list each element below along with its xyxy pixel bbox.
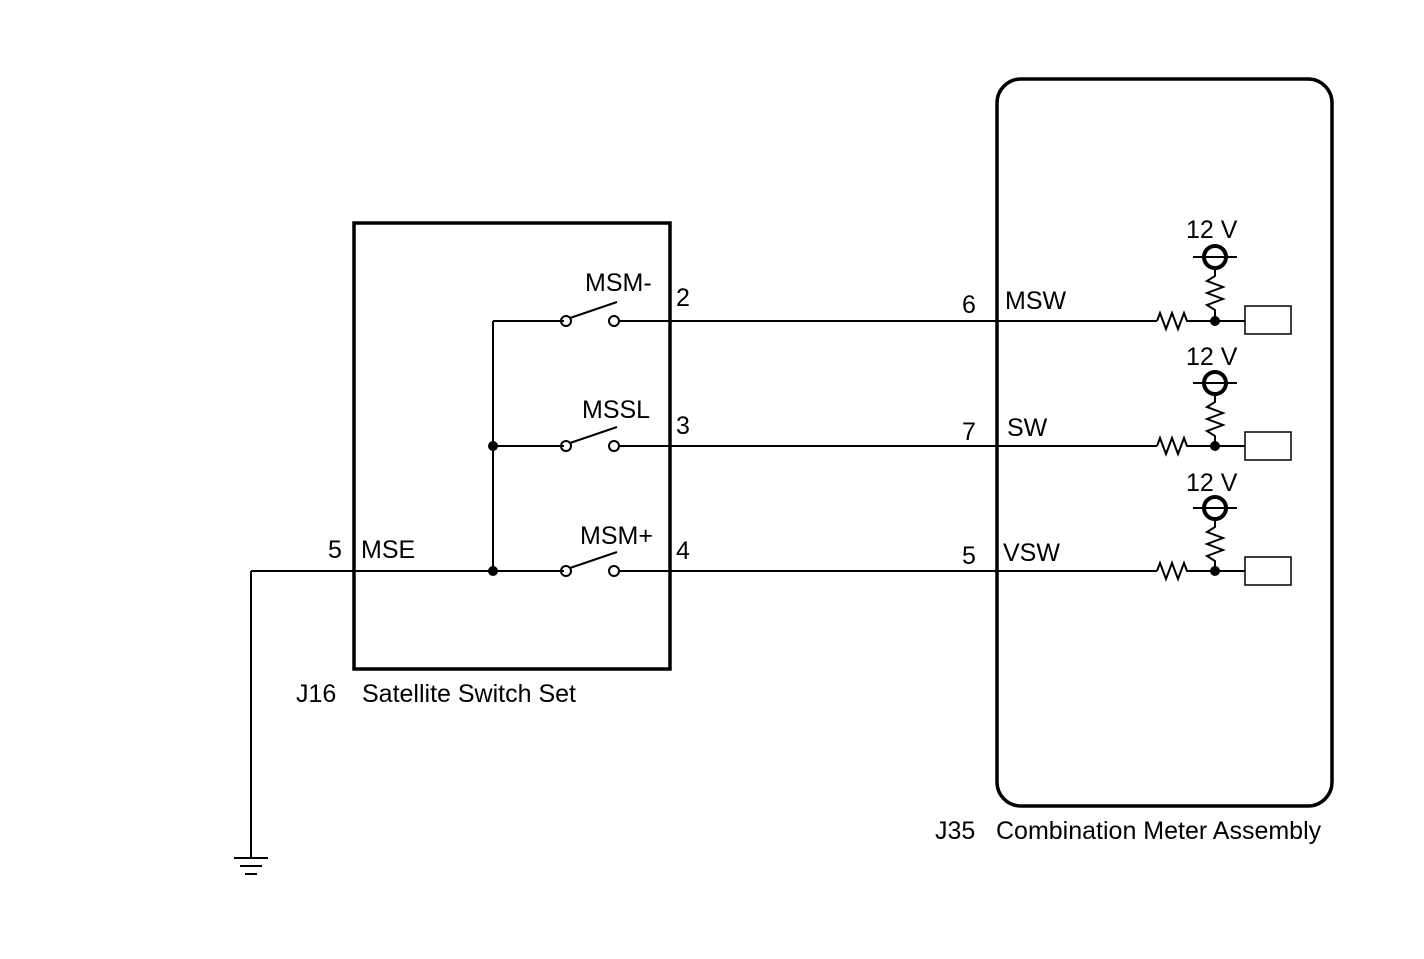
switch-label: MSM+ [580,522,653,550]
ground-circuit: 5 MSE [234,536,415,875]
series-resistor-icon [1156,435,1215,457]
switch-set-connector-id: J16 [296,680,336,708]
ground-pin-label: MSE [361,536,415,564]
meter-name: Combination Meter Assembly [996,817,1322,845]
series-resistor-icon [1156,560,1215,582]
meter-pin-number: 6 [962,291,976,319]
switch-pin-number: 4 [676,537,690,565]
circuit-msm-plus: MSM+ 4 5 VSW 12 V [560,469,1292,586]
ic-input-block [1244,305,1292,335]
ic-input-block [1244,431,1292,461]
meter-pin-number: 7 [962,418,976,446]
ground-symbol-icon [234,857,268,875]
voltage-supply-icon [1193,244,1237,270]
ground-pin-number: 5 [328,536,342,564]
switch-icon [560,551,620,577]
voltage-supply-icon [1193,370,1237,396]
supply-voltage-label: 12 V [1186,216,1238,244]
meter-pin-label: VSW [1003,539,1060,567]
meter-connector-id: J35 [935,817,975,845]
switch-set-name: Satellite Switch Set [362,680,576,708]
switch-label: MSSL [582,396,650,424]
supply-voltage-label: 12 V [1186,469,1238,497]
circuit-msm-minus: MSM- 2 6 MSW 12 V [560,216,1292,335]
switch-icon [560,426,620,452]
junction-dot [488,566,498,576]
circuit-mssl: MSSL 3 7 SW 12 V [560,343,1292,461]
voltage-supply-icon [1193,495,1237,521]
pullup-resistor-icon [1204,394,1226,446]
pullup-resistor-icon [1204,268,1226,321]
switch-label: MSM- [585,269,652,297]
series-resistor-icon [1156,310,1215,332]
meter-pin-number: 5 [962,542,976,570]
meter-pin-label: MSW [1005,287,1067,315]
junction-dot [488,441,498,451]
switch-icon [560,301,620,327]
supply-voltage-label: 12 V [1186,343,1238,371]
switch-pin-number: 3 [676,412,690,440]
combination-meter-box [995,77,1334,808]
pullup-resistor-icon [1204,519,1226,571]
meter-pin-label: SW [1007,414,1048,442]
ic-input-block [1244,556,1292,586]
switch-pin-number: 2 [676,284,690,312]
